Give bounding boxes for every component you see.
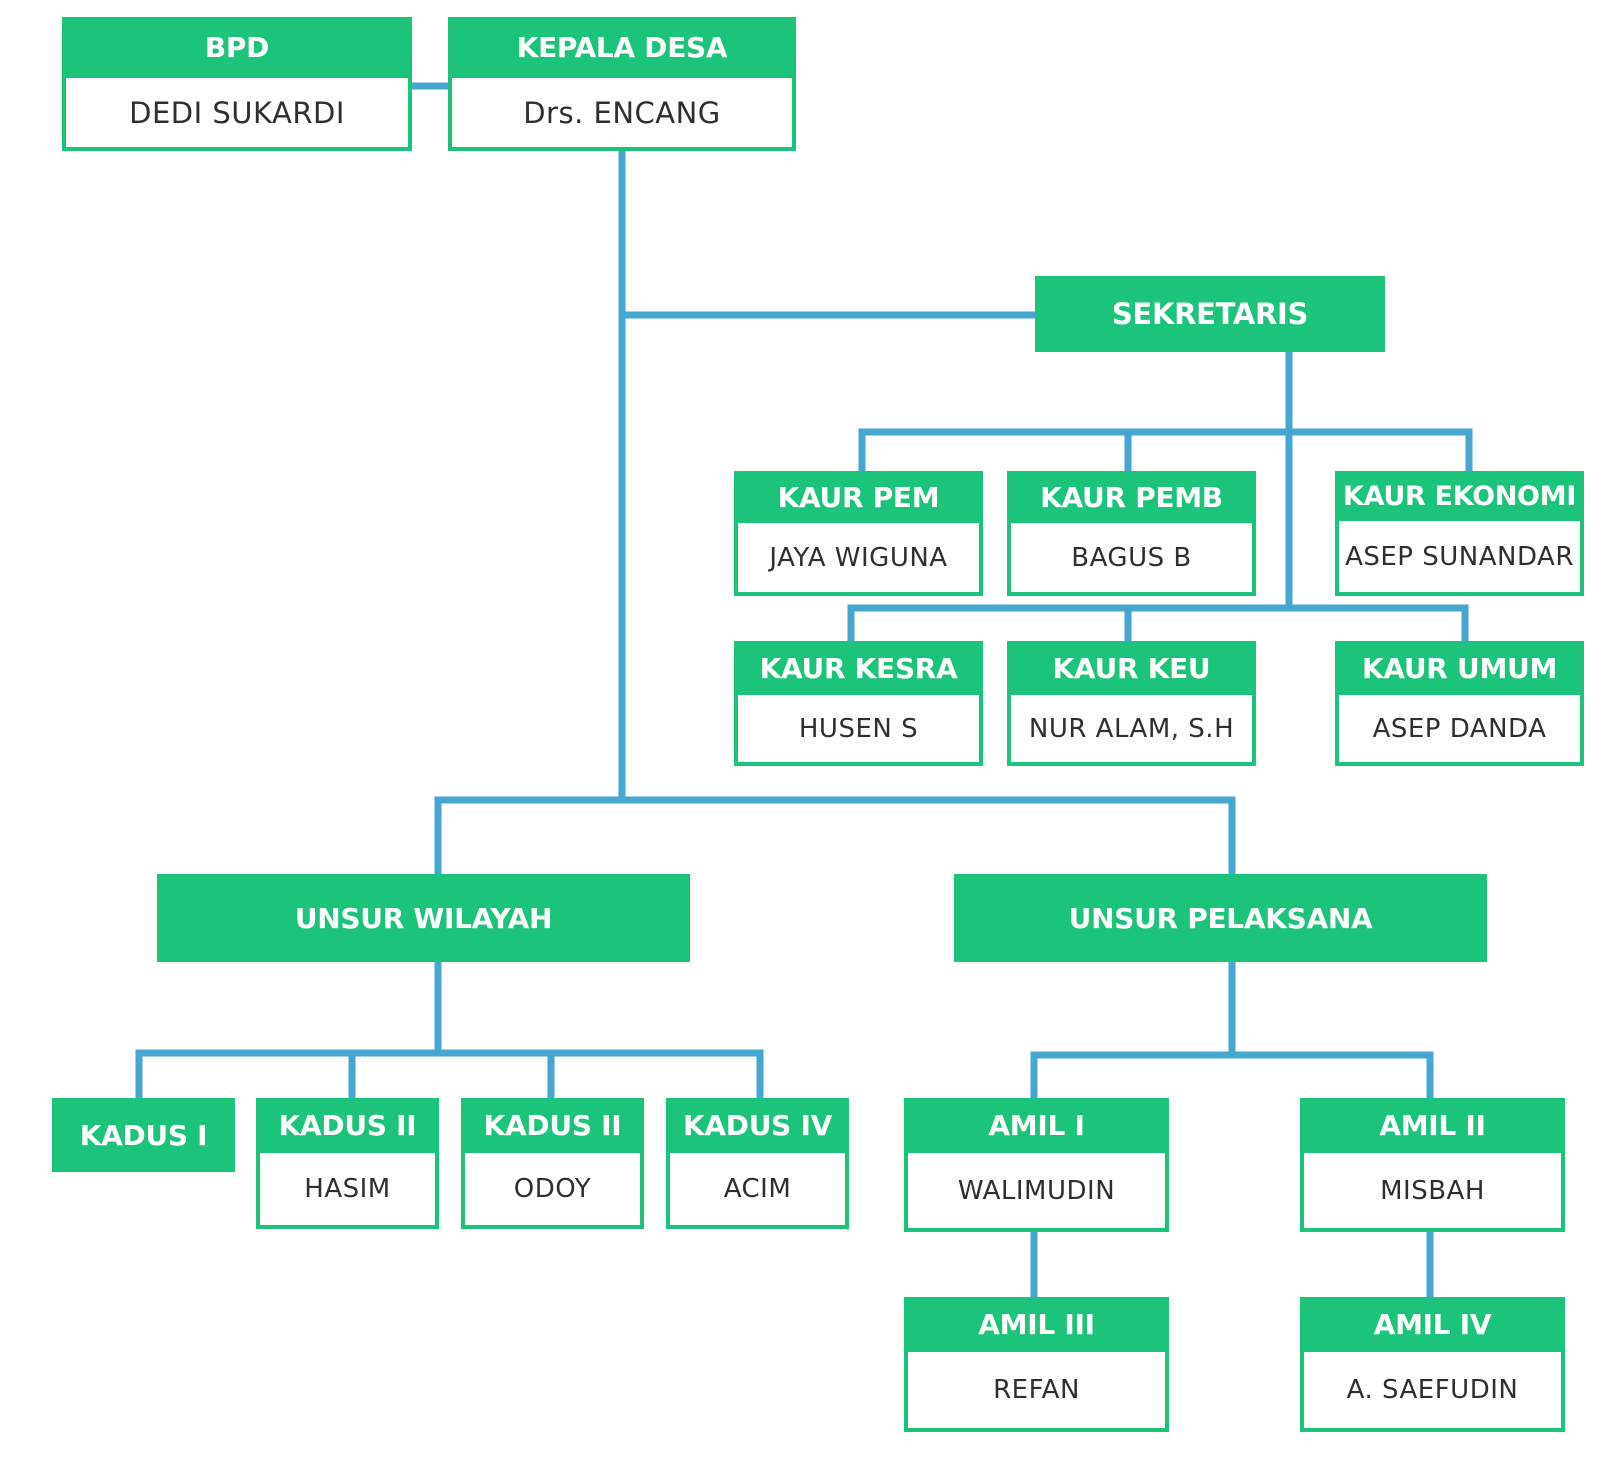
amil-ii-box: AMIL II MISBAH	[1300, 1098, 1565, 1232]
amil-ii-name: MISBAH	[1300, 1153, 1565, 1232]
kaur-pem-name: JAYA WIGUNA	[734, 523, 983, 596]
amil-i-title: AMIL I	[904, 1098, 1169, 1153]
kaur-kesra-box: KAUR KESRA HUSEN S	[734, 641, 983, 766]
connector-kaur-row2	[847, 604, 1469, 648]
amil-iv-title: AMIL IV	[1300, 1297, 1565, 1352]
amil-iii-box: AMIL III REFAN	[904, 1297, 1169, 1432]
amil-iii-title: AMIL III	[904, 1297, 1169, 1352]
kepala-desa-box: KEPALA DESA Drs. ENCANG	[448, 17, 796, 151]
unsur-pelaksana-box: UNSUR PELAKSANA	[954, 874, 1487, 962]
kadus-i-box: KADUS I	[52, 1098, 235, 1172]
kaur-keu-title: KAUR KEU	[1007, 641, 1256, 695]
kaur-ekonomi-name: ASEP SUNANDAR	[1335, 521, 1584, 596]
kaur-ekonomi-box: KAUR EKONOMI ASEP SUNANDAR	[1335, 471, 1584, 596]
amil-iv-name: A. SAEFUDIN	[1300, 1352, 1565, 1432]
kaur-keu-box: KAUR KEU NUR ALAM, S.H	[1007, 641, 1256, 766]
unsur-pelaksana-title: UNSUR PELAKSANA	[954, 874, 1487, 962]
kadus-ii-title: KADUS II	[256, 1098, 439, 1153]
kadus-i-title: KADUS I	[52, 1098, 235, 1172]
bpd-box: BPD DEDI SUKARDI	[62, 17, 412, 151]
unsur-wilayah-title: UNSUR WILAYAH	[157, 874, 690, 962]
kaur-pem-box: KAUR PEM JAYA WIGUNA	[734, 471, 983, 596]
kaur-umum-box: KAUR UMUM ASEP DANDA	[1335, 641, 1584, 766]
kadus-iii-name: ODOY	[461, 1153, 644, 1229]
kaur-umum-title: KAUR UMUM	[1335, 641, 1584, 695]
kaur-pem-title: KAUR PEM	[734, 471, 983, 523]
unsur-wilayah-box: UNSUR WILAYAH	[157, 874, 690, 962]
amil-iv-box: AMIL IV A. SAEFUDIN	[1300, 1297, 1565, 1432]
kadus-ii-name: HASIM	[256, 1153, 439, 1229]
amil-ii-title: AMIL II	[1300, 1098, 1565, 1153]
kaur-kesra-title: KAUR KESRA	[734, 641, 983, 695]
amil-i-box: AMIL I WALIMUDIN	[904, 1098, 1169, 1232]
connector-kadus	[135, 1049, 764, 1102]
connector-kaur-row1	[858, 428, 1473, 479]
connector-amil	[1030, 1051, 1434, 1102]
bpd-title: BPD	[62, 17, 412, 78]
kaur-umum-name: ASEP DANDA	[1335, 695, 1584, 766]
kaur-pemb-box: KAUR PEMB BAGUS B	[1007, 471, 1256, 596]
kaur-kesra-name: HUSEN S	[734, 695, 983, 766]
kepala-desa-name: Drs. ENCANG	[448, 78, 796, 151]
kadus-iv-title: KADUS IV	[666, 1098, 849, 1153]
kepala-desa-title: KEPALA DESA	[448, 17, 796, 78]
kadus-iv-box: KADUS IV ACIM	[666, 1098, 849, 1229]
bpd-name: DEDI SUKARDI	[62, 78, 412, 151]
kadus-iii-box: KADUS II ODOY	[461, 1098, 644, 1229]
amil-iii-name: REFAN	[904, 1352, 1169, 1432]
kadus-ii-box: KADUS II HASIM	[256, 1098, 439, 1229]
kadus-iii-title: KADUS II	[461, 1098, 644, 1153]
connector-unsur	[434, 796, 1236, 878]
kaur-keu-name: NUR ALAM, S.H	[1007, 695, 1256, 766]
kaur-pemb-title: KAUR PEMB	[1007, 471, 1256, 523]
kaur-pemb-name: BAGUS B	[1007, 523, 1256, 596]
kadus-iv-name: ACIM	[666, 1153, 849, 1229]
kaur-ekonomi-title: KAUR EKONOMI	[1335, 471, 1584, 521]
sekretaris-title: SEKRETARIS	[1035, 276, 1385, 352]
sekretaris-box: SEKRETARIS	[1035, 276, 1385, 352]
amil-i-name: WALIMUDIN	[904, 1153, 1169, 1232]
